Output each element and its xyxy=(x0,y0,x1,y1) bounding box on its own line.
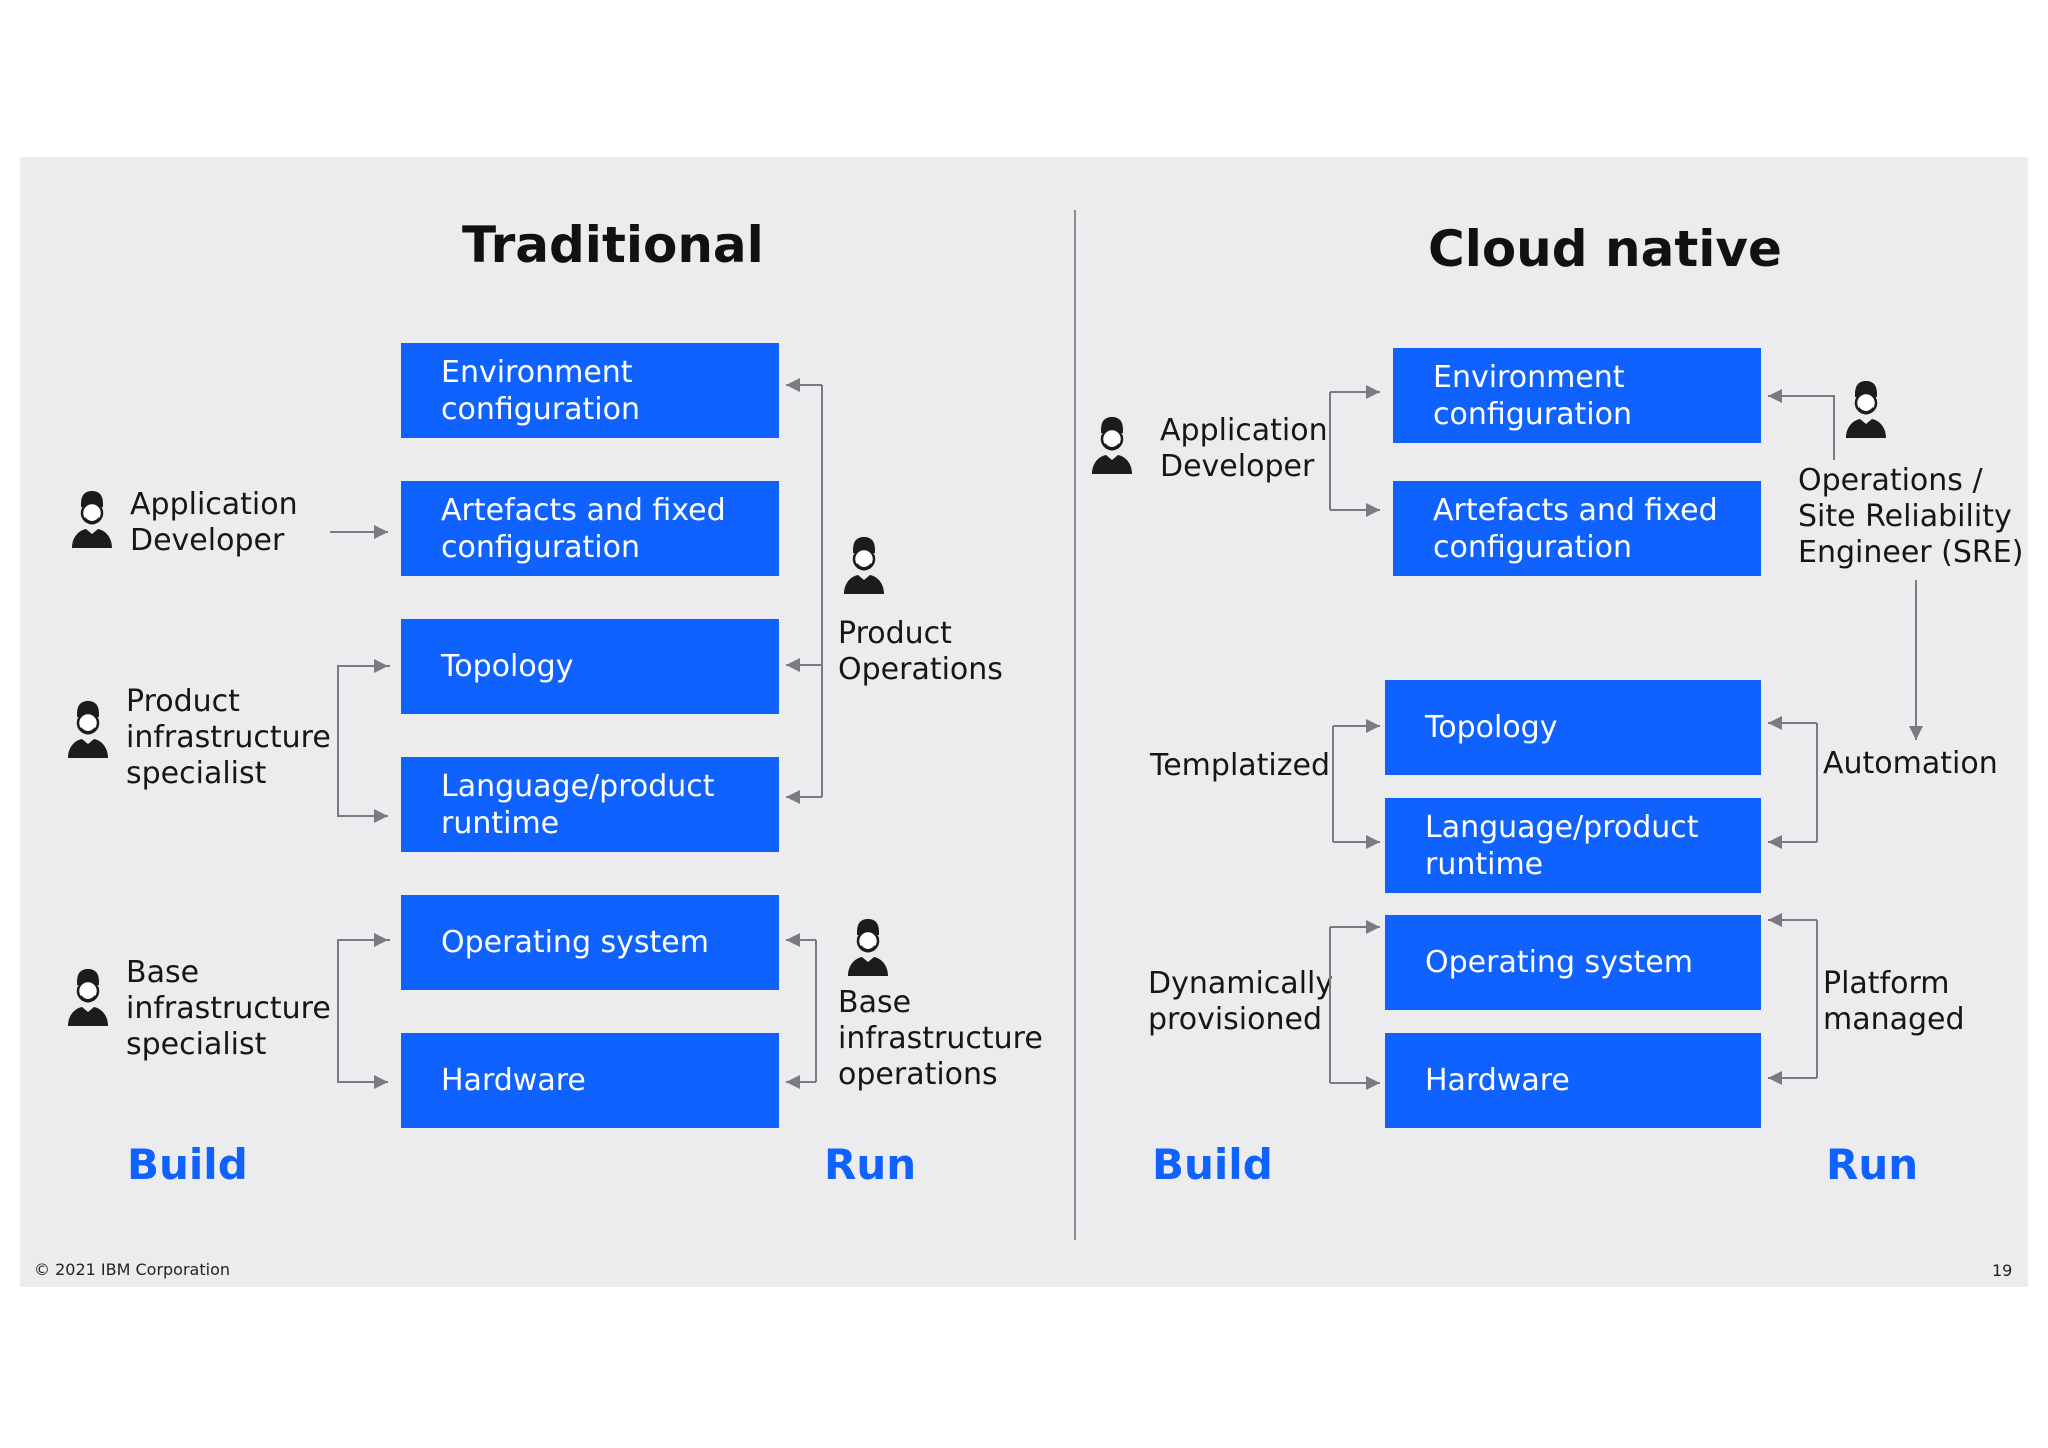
copyright-text: © 2021 IBM Corporation xyxy=(34,1260,230,1279)
trad-box-hardware: Hardware xyxy=(401,1033,779,1128)
trad-product-infra-label: Product infrastructure specialist xyxy=(126,684,331,791)
cn-box-hardware: Hardware xyxy=(1385,1033,1761,1128)
person-icon xyxy=(66,700,110,760)
section-divider xyxy=(1074,210,1076,1240)
person-icon xyxy=(846,918,890,978)
person-icon xyxy=(842,536,886,596)
trad-app-developer-label: Application Developer xyxy=(130,487,298,558)
trad-box-language-runtime: Language/product runtime xyxy=(401,757,779,852)
person-icon xyxy=(66,968,110,1028)
trad-box-artefacts: Artefacts and fixed configuration xyxy=(401,481,779,576)
cloud-native-title: Cloud native xyxy=(1428,220,1782,278)
person-icon xyxy=(1090,416,1134,476)
trad-box-environment-configuration: Environment configuration xyxy=(401,343,779,438)
cn-run-label: Run xyxy=(1826,1140,1919,1189)
trad-run-label: Run xyxy=(824,1140,917,1189)
trad-product-ops-label: Product Operations xyxy=(838,616,1003,687)
trad-box-topology: Topology xyxy=(401,619,779,714)
cn-dynamically-provisioned-label: Dynamically provisioned xyxy=(1148,966,1334,1037)
cn-platform-managed-label: Platform managed xyxy=(1823,966,1965,1037)
cn-box-environment-configuration: Environment configuration xyxy=(1393,348,1761,443)
trad-box-operating-system: Operating system xyxy=(401,895,779,990)
cn-box-language-runtime: Language/product runtime xyxy=(1385,798,1761,893)
person-icon xyxy=(1844,380,1888,440)
cn-templatized-label: Templatized xyxy=(1150,748,1331,783)
traditional-title: Traditional xyxy=(462,216,764,274)
person-icon xyxy=(70,490,114,550)
trad-base-infra-label: Base infrastructure specialist xyxy=(126,955,331,1062)
cn-box-operating-system: Operating system xyxy=(1385,915,1761,1010)
cn-build-label: Build xyxy=(1152,1140,1273,1189)
cn-automation-label: Automation xyxy=(1823,746,1998,781)
trad-build-label: Build xyxy=(127,1140,248,1189)
page-number: 19 xyxy=(1992,1261,2013,1280)
cn-sre-label: Operations / Site Reliability Engineer (… xyxy=(1798,463,2024,570)
cn-box-artefacts: Artefacts and fixed configuration xyxy=(1393,481,1761,576)
cn-box-topology: Topology xyxy=(1385,680,1761,775)
cn-app-developer-label: Application Developer xyxy=(1160,413,1328,484)
trad-base-ops-label: Base infrastructure operations xyxy=(838,985,1043,1092)
